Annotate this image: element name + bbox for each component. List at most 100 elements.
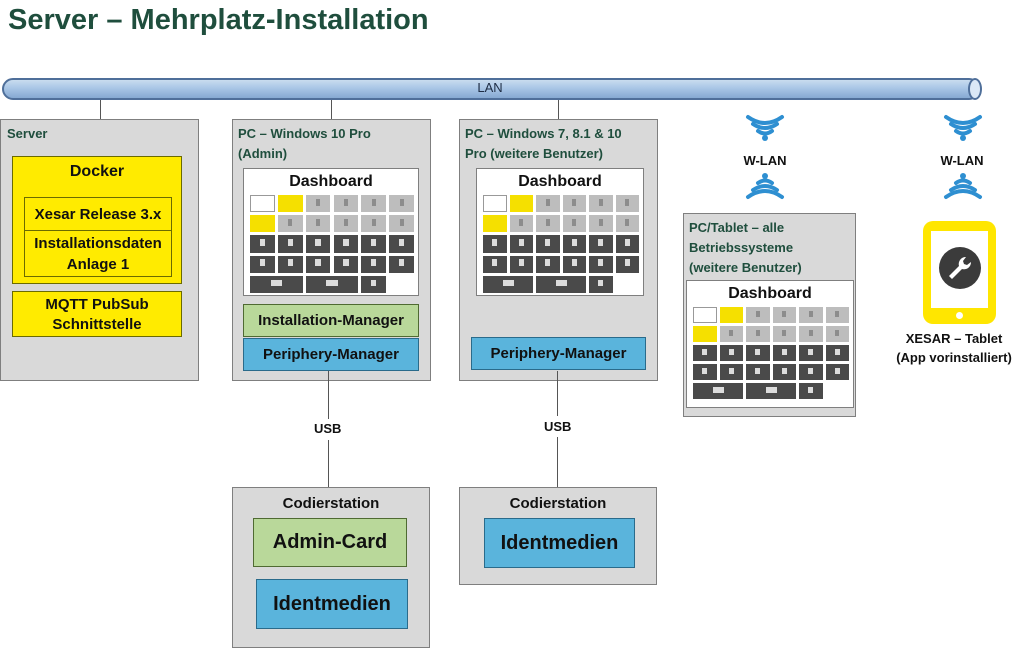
pc-admin-box: PC – Windows 10 Pro (Admin) Dashboard In… xyxy=(232,119,431,381)
dashboard-tile xyxy=(693,307,717,323)
dashboard-panel: Dashboard xyxy=(243,168,419,296)
page-title: Server – Mehrplatz-Installation xyxy=(8,4,429,36)
xesar-tablet-label-line2: (App vorinstalliert) xyxy=(896,350,1012,365)
dashboard-tile xyxy=(277,195,303,213)
dashboard-tile xyxy=(615,255,639,273)
dashboard-tile xyxy=(250,195,275,213)
dashboard-tile xyxy=(746,364,770,380)
lan-bus-end xyxy=(968,78,982,100)
dashboard-tile xyxy=(536,275,586,293)
dashboard-tile xyxy=(825,364,849,380)
dashboard-tile xyxy=(615,195,639,213)
dashboard-tile xyxy=(825,326,849,342)
dashboard-tile xyxy=(799,383,823,399)
tablet-users-label-line1: PC/Tablet – alle xyxy=(689,220,785,235)
xesar-release-box: Xesar Release 3.x xyxy=(24,197,172,231)
dashboard-tile xyxy=(333,235,359,253)
dashboard-tile xyxy=(615,215,639,233)
dashboard-tiles xyxy=(483,195,639,293)
identmedien-users: Identmedien xyxy=(484,518,635,568)
dashboard-tile xyxy=(277,215,303,233)
dashboard-tile xyxy=(333,215,359,233)
wlan-label-2: W-LAN xyxy=(940,153,984,168)
dashboard-tile xyxy=(483,275,533,293)
dashboard-tile xyxy=(799,307,823,323)
dashboard-tile xyxy=(746,326,770,342)
server-label: Server xyxy=(7,126,48,141)
periphery-manager-users: Periphery-Manager xyxy=(471,337,646,370)
dashboard-tile xyxy=(250,215,275,233)
wifi-icon xyxy=(944,173,982,199)
dashboard-tile xyxy=(509,195,533,213)
installation-manager: Installation-Manager xyxy=(243,304,419,337)
dashboard-tile xyxy=(589,195,613,213)
dashboard-tile xyxy=(693,326,717,342)
wifi-icon xyxy=(746,115,784,141)
dashboard-tile xyxy=(305,275,359,293)
pc-admin-label-line1: PC – Windows 10 Pro xyxy=(238,126,371,141)
dashboard-tile xyxy=(562,195,586,213)
dashboard-title: Dashboard xyxy=(518,173,602,190)
dashboard-tile xyxy=(589,235,613,253)
dashboard-tile xyxy=(772,307,796,323)
dashboard-tile xyxy=(305,235,331,253)
dashboard-tile xyxy=(483,235,507,253)
tablet-users-label-line2: Betriebssysteme xyxy=(689,240,794,255)
codierstation-admin-box: Codierstation Admin-Card Identmedien xyxy=(232,487,430,648)
wifi-icon xyxy=(746,173,784,199)
dashboard-tile xyxy=(389,255,414,273)
dashboard-tile xyxy=(389,215,414,233)
periphery-manager-admin: Periphery-Manager xyxy=(243,338,419,371)
dashboard-tile xyxy=(250,235,275,253)
installation-data-line2: Anlage 1 xyxy=(66,256,130,273)
dashboard-tile xyxy=(305,195,331,213)
xesar-tablet-device xyxy=(923,221,996,324)
dashboard-tile xyxy=(277,255,303,273)
dashboard-tile xyxy=(536,195,560,213)
dashboard-tile xyxy=(361,235,387,253)
dashboard-tile xyxy=(361,195,387,213)
dashboard-tile xyxy=(719,307,743,323)
dashboard-tile xyxy=(772,364,796,380)
dashboard-tile xyxy=(536,215,560,233)
mqtt-box: MQTT PubSub Schnittstelle xyxy=(12,291,182,337)
lan-label: LAN xyxy=(477,80,503,95)
dashboard-tiles xyxy=(250,195,414,293)
usb-line-admin-bottom xyxy=(328,440,329,487)
lan-connector-pc-users xyxy=(558,100,559,119)
dashboard-panel: Dashboard xyxy=(476,168,644,296)
docker-label: Docker xyxy=(69,163,125,180)
dashboard-tile xyxy=(361,275,387,293)
tablet-home-button xyxy=(956,312,963,319)
identmedien-admin: Identmedien xyxy=(256,579,408,629)
dashboard-tile xyxy=(305,255,331,273)
wifi-icon xyxy=(944,115,982,141)
usb-line-users-top xyxy=(557,371,558,416)
dashboard-tile xyxy=(333,255,359,273)
mqtt-line1: MQTT PubSub xyxy=(45,295,149,313)
xesar-tablet-label-line1: XESAR – Tablet xyxy=(905,331,1003,346)
wrench-icon xyxy=(939,247,981,289)
codierstation-admin-label: Codierstation xyxy=(282,494,380,512)
pc-users-box: PC – Windows 7, 8.1 & 10 Pro (weitere Be… xyxy=(459,119,658,381)
wlan-label-1: W-LAN xyxy=(743,153,787,168)
dashboard-tiles xyxy=(693,307,849,399)
dashboard-tile xyxy=(536,235,560,253)
lan-connector-server xyxy=(100,100,101,119)
docker-box: Docker Xesar Release 3.x Installationsda… xyxy=(12,156,182,284)
dashboard-title: Dashboard xyxy=(728,285,812,302)
installation-data-box: Installationsdaten Anlage 1 xyxy=(24,230,172,277)
dashboard-tile xyxy=(250,275,303,293)
dashboard-tile xyxy=(825,307,849,323)
dashboard-tile xyxy=(361,255,387,273)
lan-connector-pc-admin xyxy=(331,100,332,119)
dashboard-tile xyxy=(746,345,770,361)
dashboard-tile xyxy=(746,307,770,323)
dashboard-tile xyxy=(562,255,586,273)
dashboard-tile xyxy=(562,215,586,233)
dashboard-tile xyxy=(562,235,586,253)
dashboard-tile xyxy=(799,326,823,342)
dashboard-tile xyxy=(589,275,613,293)
dashboard-tile xyxy=(693,383,743,399)
dashboard-tile xyxy=(509,255,533,273)
